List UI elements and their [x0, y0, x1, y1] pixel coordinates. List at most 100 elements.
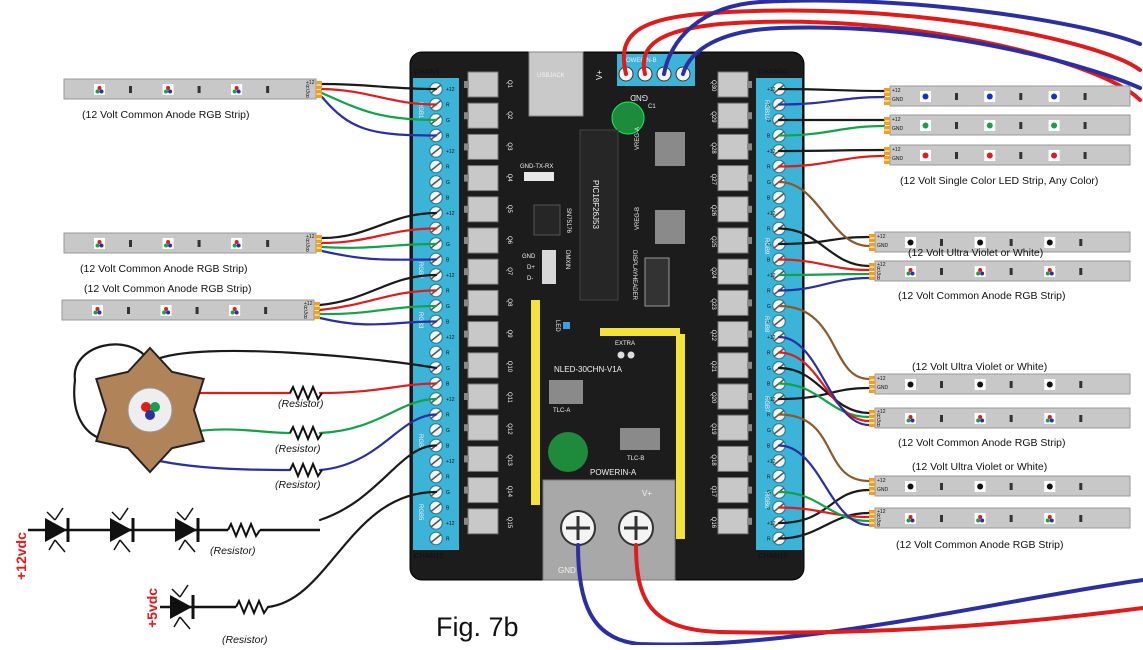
strip-pad — [869, 385, 875, 389]
left-pin-label: B — [446, 134, 450, 140]
right-pin-label: G — [767, 180, 771, 186]
strip-resistor — [127, 307, 130, 314]
mosfet-right — [717, 165, 749, 192]
strip-pad — [869, 478, 875, 482]
rgb-led-b — [1049, 518, 1054, 523]
wire-rs-blue — [777, 95, 886, 106]
strip-pad — [869, 414, 875, 418]
strip-pad — [884, 156, 890, 160]
resistor-label-4: (Resistor) — [210, 545, 256, 557]
mosfet-left-tab — [464, 112, 469, 120]
wire-rsr1-b — [777, 276, 871, 292]
rgb-led-b — [99, 89, 104, 94]
strip-pin-label: R — [306, 85, 310, 91]
left-screw-slot — [430, 502, 442, 513]
rgb-led-b — [168, 243, 173, 248]
left-pin-label: G — [446, 490, 450, 496]
wire-ls2-r — [320, 227, 438, 245]
strip-pad — [884, 151, 890, 155]
rgb-led-g — [232, 89, 237, 94]
right-pin-label: B — [767, 382, 771, 388]
wire-diode-5 — [266, 490, 438, 609]
mosfet-left-label: Q15 — [506, 517, 512, 529]
c1-label: C1 — [648, 104, 656, 110]
strip-pad — [869, 267, 875, 271]
mosfet-right-label: Q21 — [710, 361, 716, 373]
mosfet-left-label: Q13 — [506, 454, 512, 466]
powerin-b-label: POWERIN-B — [622, 58, 657, 64]
rgb-led-b — [910, 418, 915, 423]
rgb5-label: RGB5 — [417, 504, 423, 521]
vreg-a-label: VREG-A — [635, 127, 641, 150]
rgb-led-g — [95, 243, 100, 248]
rgb-led-r — [1047, 268, 1052, 272]
wire-rs-red — [777, 154, 886, 168]
wire-rsr1-r — [777, 258, 871, 272]
strip-pin-label: B — [306, 94, 310, 100]
diode-1-ray — [46, 511, 56, 521]
strip-pin-label: B — [877, 276, 881, 282]
strip-pad — [869, 243, 875, 247]
mosfet-left — [467, 102, 499, 129]
left-pin-label: +12 — [446, 335, 455, 341]
strip-pad — [869, 272, 875, 276]
strip-pin-label: G — [304, 310, 308, 316]
strip-resistor — [1009, 381, 1013, 388]
single-led-die — [977, 239, 984, 246]
strip-pin-label: G — [877, 271, 881, 277]
rgb-led-g — [1045, 418, 1050, 423]
strip-resistor — [195, 307, 199, 314]
left-screw-slot — [430, 161, 442, 172]
strip-pad — [884, 92, 890, 96]
mosfet-left-tab — [464, 205, 469, 213]
strip-pad — [316, 85, 322, 89]
powerin-a-label: POWERIN-A — [590, 468, 637, 477]
board-name: NLED-30CHN-V1A — [554, 365, 623, 374]
mosfet-right-label: Q19 — [710, 423, 716, 435]
right-pin-label: +12 — [767, 273, 776, 279]
wire-rsr1-g — [777, 272, 871, 277]
tlc-b-chip — [620, 428, 660, 450]
strip-pad — [314, 306, 320, 310]
strip-pin-label: +12 — [892, 147, 901, 153]
vreg-a — [655, 132, 685, 166]
right-pin-label: G — [767, 366, 771, 372]
strip-pad — [884, 126, 890, 130]
right-screw-slot — [773, 425, 785, 435]
diode-2-ray — [113, 539, 121, 551]
wire-powera-vplus — [634, 543, 1143, 635]
rgb-led-g — [906, 518, 911, 523]
resistor-label-1: (Resistor) — [278, 398, 324, 410]
diode-2-ray — [119, 507, 129, 521]
mosfet-left — [467, 165, 499, 192]
left-pin-label: R — [446, 103, 450, 109]
strip-pin-label: +12 — [306, 234, 315, 240]
vreg-b — [655, 210, 685, 244]
rgb7-label: RGB7 — [763, 396, 769, 413]
mosfet-right — [717, 133, 749, 160]
mosfet-right-label: Q18 — [710, 454, 716, 466]
right-screw-slot — [773, 208, 785, 218]
rgb-led-b — [166, 310, 171, 315]
resistor-1 — [289, 384, 323, 402]
strip-pad — [884, 147, 890, 151]
strip-label-4: (12 Volt Common Anode RGB Strip) — [898, 290, 1066, 302]
wire-ls2-12 — [320, 211, 438, 240]
mosfet-right — [717, 383, 749, 410]
mosfet-left-label: Q10 — [506, 361, 512, 373]
capacitor-c1 — [611, 101, 645, 135]
wire-powerb-vplus — [621, 8, 1142, 76]
strip-pad — [869, 247, 875, 251]
wire-ls2-b — [320, 249, 438, 261]
rgb-led-r — [1047, 415, 1052, 419]
dmx-header — [542, 250, 556, 284]
left-pin-label: G — [446, 180, 450, 186]
left-screw-slot — [430, 146, 442, 156]
strip-pad — [869, 389, 875, 393]
wire-ls1-g — [320, 91, 438, 122]
mosfet-left-tab — [464, 424, 469, 432]
diode-1 — [45, 518, 67, 542]
mosfet-right-tab — [747, 81, 752, 88]
rgb-led-g — [162, 310, 167, 315]
strip-resistor — [1079, 268, 1083, 275]
